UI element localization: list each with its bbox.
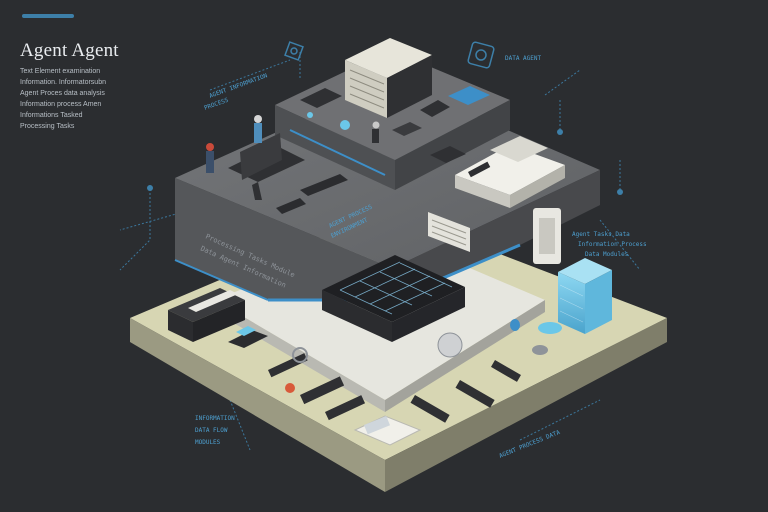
node-icon bbox=[147, 129, 623, 195]
description-line: Informations Tasked bbox=[20, 112, 83, 119]
description-line: Text Element examination bbox=[20, 68, 101, 75]
person-figures bbox=[206, 115, 380, 173]
wall-panel bbox=[428, 208, 561, 264]
description-line: Processing Tasks bbox=[20, 123, 75, 130]
workstation-desk bbox=[228, 133, 348, 214]
annotation: MODULES bbox=[195, 439, 221, 446]
description: Text Element examination Information. In… bbox=[20, 66, 160, 132]
annotation: AGENT INFORMATION bbox=[208, 72, 268, 100]
annotation: Agent Tasks Data bbox=[572, 231, 630, 238]
gear-icon bbox=[284, 41, 304, 61]
tools bbox=[268, 332, 521, 446]
left-devices bbox=[168, 288, 268, 348]
annotation: Data Modules bbox=[585, 251, 629, 258]
annotation: DATA FLOW bbox=[195, 427, 228, 434]
description-line: Information process Amen bbox=[20, 101, 102, 108]
server-cabinet bbox=[345, 38, 432, 118]
central-motherboard bbox=[322, 255, 465, 342]
cloud-icon bbox=[467, 41, 495, 69]
annotation: DATA AGENT bbox=[505, 55, 542, 62]
top-equipment bbox=[300, 86, 490, 163]
annotation: PROCESS bbox=[203, 97, 230, 112]
glowing-cube bbox=[510, 258, 612, 355]
page-title: Agent Agent bbox=[20, 40, 119, 61]
annotation: INFORMATION bbox=[195, 415, 235, 422]
description-line: Information. Informatorsubn bbox=[20, 79, 106, 86]
accent-bar bbox=[22, 14, 74, 18]
annotation: Information Process bbox=[578, 241, 647, 248]
server-unit bbox=[455, 136, 565, 208]
annotation: AGENT PROCESS DATA bbox=[498, 429, 561, 460]
description-line: Agent Proces data analysis bbox=[20, 90, 105, 97]
